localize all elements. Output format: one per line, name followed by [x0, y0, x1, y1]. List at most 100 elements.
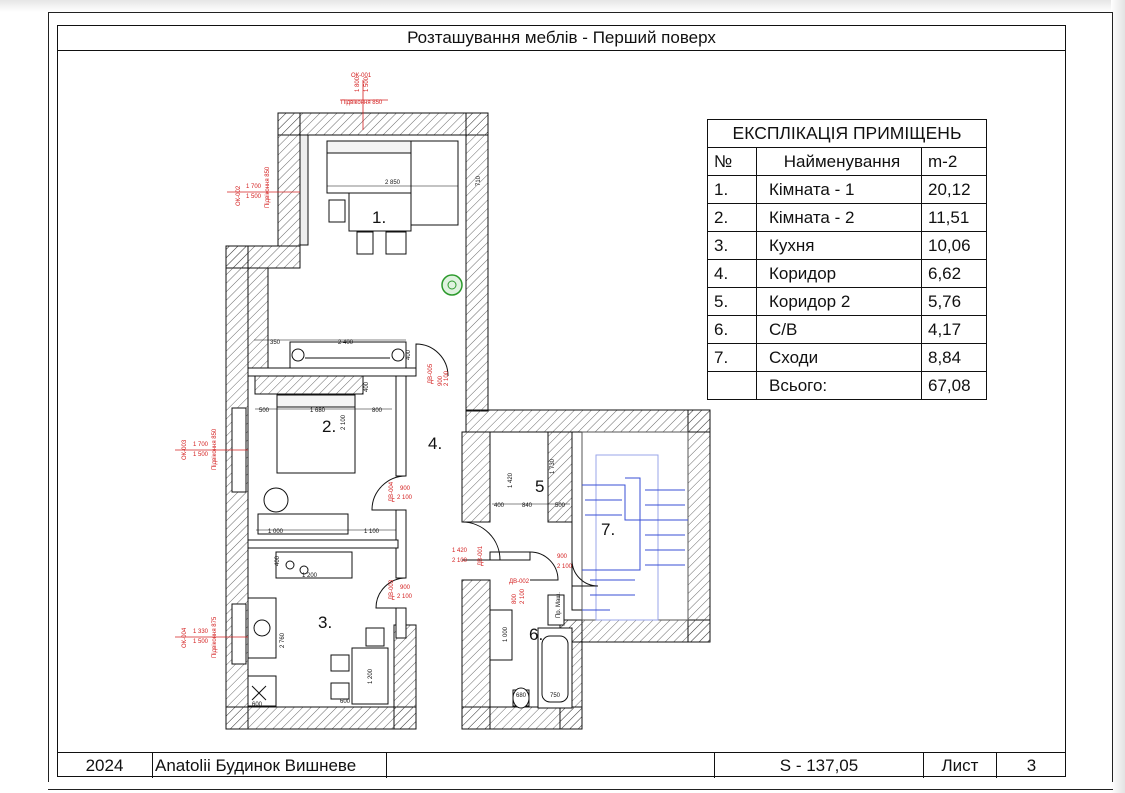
wall-room2-bottom — [247, 539, 399, 549]
wall-corridor-stair — [571, 431, 583, 611]
washing-machine — [547, 594, 565, 626]
svg-text:ДВ-005: ДВ-005 — [428, 363, 434, 384]
door-arc-dv003 — [375, 577, 407, 609]
svg-text:1 500: 1 500 — [364, 76, 370, 92]
toilet-bowl — [512, 687, 530, 709]
footer-sheet-label: Лист — [924, 753, 997, 778]
chair-k3 — [330, 682, 350, 700]
svg-text:ДВ-002: ДВ-002 — [509, 579, 530, 585]
room-5-label: 5 — [535, 477, 544, 496]
wall-right-room1 — [465, 112, 489, 412]
svg-text:840: 840 — [522, 503, 533, 509]
col-area-header: m-2 — [921, 147, 987, 176]
svg-text:1 420: 1 420 — [452, 548, 468, 554]
wall-kitchen-top — [395, 607, 407, 639]
svg-text:900: 900 — [557, 554, 568, 560]
svg-text:400: 400 — [406, 349, 412, 360]
doors — [371, 343, 599, 609]
bathroom-furniture — [489, 594, 573, 709]
dining-table — [348, 192, 412, 232]
table-row: 5. Коридор 2 5,76 — [707, 287, 987, 316]
chair-k1 — [365, 627, 385, 647]
svg-text:2 100: 2 100 — [397, 594, 413, 600]
table-heading: ЕКСПЛІКАЦІЯ ПРИМІЩЕНЬ — [707, 119, 987, 148]
washbasin — [489, 609, 513, 661]
chair-1 — [328, 199, 346, 223]
svg-text:ДВ-004: ДВ-004 — [389, 481, 395, 502]
armchair — [263, 487, 289, 513]
svg-text:1 000: 1 000 — [503, 626, 509, 642]
room-2-label: 2. — [322, 417, 336, 436]
chair-2 — [356, 231, 374, 255]
svg-text:Підвіконня 850: Підвіконня 850 — [265, 166, 271, 208]
tv-stand — [289, 341, 407, 369]
dimension-lines — [254, 185, 570, 531]
page-shadow-top — [0, 0, 1125, 12]
title-block: 2024 Anatolii Будинок Вишневе S - 137,05… — [57, 752, 1066, 778]
svg-text:1 500: 1 500 — [193, 639, 209, 645]
svg-text:600: 600 — [340, 699, 351, 705]
col-no-header: № — [707, 147, 757, 176]
svg-text:1 200: 1 200 — [368, 668, 374, 684]
door-arc-dv006 — [571, 559, 599, 587]
speaker-1 — [291, 348, 305, 362]
table-row: 1. Кімната - 1 20,12 — [707, 175, 987, 204]
svg-text:1 500: 1 500 — [193, 452, 209, 458]
pillow-strip — [276, 394, 356, 408]
window-sill-4 — [231, 603, 247, 665]
svg-text:ДВ-001: ДВ-001 — [478, 545, 484, 566]
footer-year: 2024 — [57, 753, 153, 778]
room3-furniture — [231, 551, 389, 707]
svg-text:710: 710 — [476, 175, 482, 186]
ok003-name: ОК-003 — [182, 439, 188, 460]
svg-text:1 700: 1 700 — [193, 442, 209, 448]
svg-text:1 200: 1 200 — [302, 573, 318, 579]
speaker-2 — [391, 348, 405, 362]
svg-text:900: 900 — [400, 486, 411, 492]
svg-text:2 850: 2 850 — [385, 180, 401, 186]
room-explication-table: ЕКСПЛІКАЦІЯ ПРИМІЩЕНЬ № Найменування m-2… — [707, 119, 987, 400]
ok004-name: ОК-004 — [182, 627, 188, 648]
footer-area: S - 137,05 — [715, 753, 924, 778]
table-row: 2. Кімната - 2 11,51 — [707, 203, 987, 232]
svg-text:2 400: 2 400 — [338, 340, 354, 346]
dimensions: 2 850 710 350 2 400 400 400 500 1 680 80… — [252, 175, 566, 708]
total-label: Всього: — [756, 371, 922, 400]
svg-text:350: 350 — [270, 340, 281, 346]
svg-text:600: 600 — [252, 702, 263, 708]
svg-text:400: 400 — [364, 381, 370, 392]
table-row: 7. Сходи 8,84 — [707, 343, 987, 372]
room-6-label: 6. — [529, 625, 543, 644]
svg-text:400: 400 — [494, 503, 505, 509]
door-arc-dv005 — [415, 343, 449, 377]
svg-text:800: 800 — [512, 593, 518, 604]
svg-text:800: 800 — [372, 408, 383, 414]
door-arc-dv001 — [461, 521, 501, 561]
wall-bottom-kitchen — [225, 706, 417, 730]
wall-top-stairs — [465, 409, 711, 433]
svg-text:500: 500 — [555, 503, 566, 509]
drawing-sheet: Розташування меблів - Перший поверх — [57, 25, 1066, 777]
svg-text:1 800: 1 800 — [355, 76, 361, 92]
stair-outline — [581, 431, 689, 621]
desk — [257, 513, 349, 535]
svg-text:1 330: 1 330 — [193, 629, 209, 635]
table-header-row: № Найменування m-2 — [707, 147, 987, 176]
wall-bath-left — [461, 579, 491, 730]
room1-furniture — [247, 134, 463, 369]
page-edge-bottom — [48, 789, 1113, 790]
page-edge-right — [1112, 12, 1113, 782]
table-total-row: Всього: 67,08 — [707, 371, 987, 400]
footer-blank — [387, 753, 715, 778]
room-1-label: 1. — [372, 208, 386, 227]
chair-k2 — [330, 654, 350, 672]
curtain — [299, 134, 309, 246]
door-annotations: ДВ-005 900 2 100 ДВ-004 900 2 100 ДВ-003… — [389, 363, 573, 604]
room-3-label: 3. — [318, 613, 332, 632]
wall-kitchen-right — [393, 624, 417, 730]
ok001-name: ОК-001 — [351, 73, 372, 79]
footer-sheet-number: 3 — [1026, 756, 1037, 775]
svg-text:1 680: 1 680 — [310, 408, 326, 414]
col-name-header: Найменування — [756, 147, 922, 176]
wall-room2-right — [395, 375, 407, 477]
